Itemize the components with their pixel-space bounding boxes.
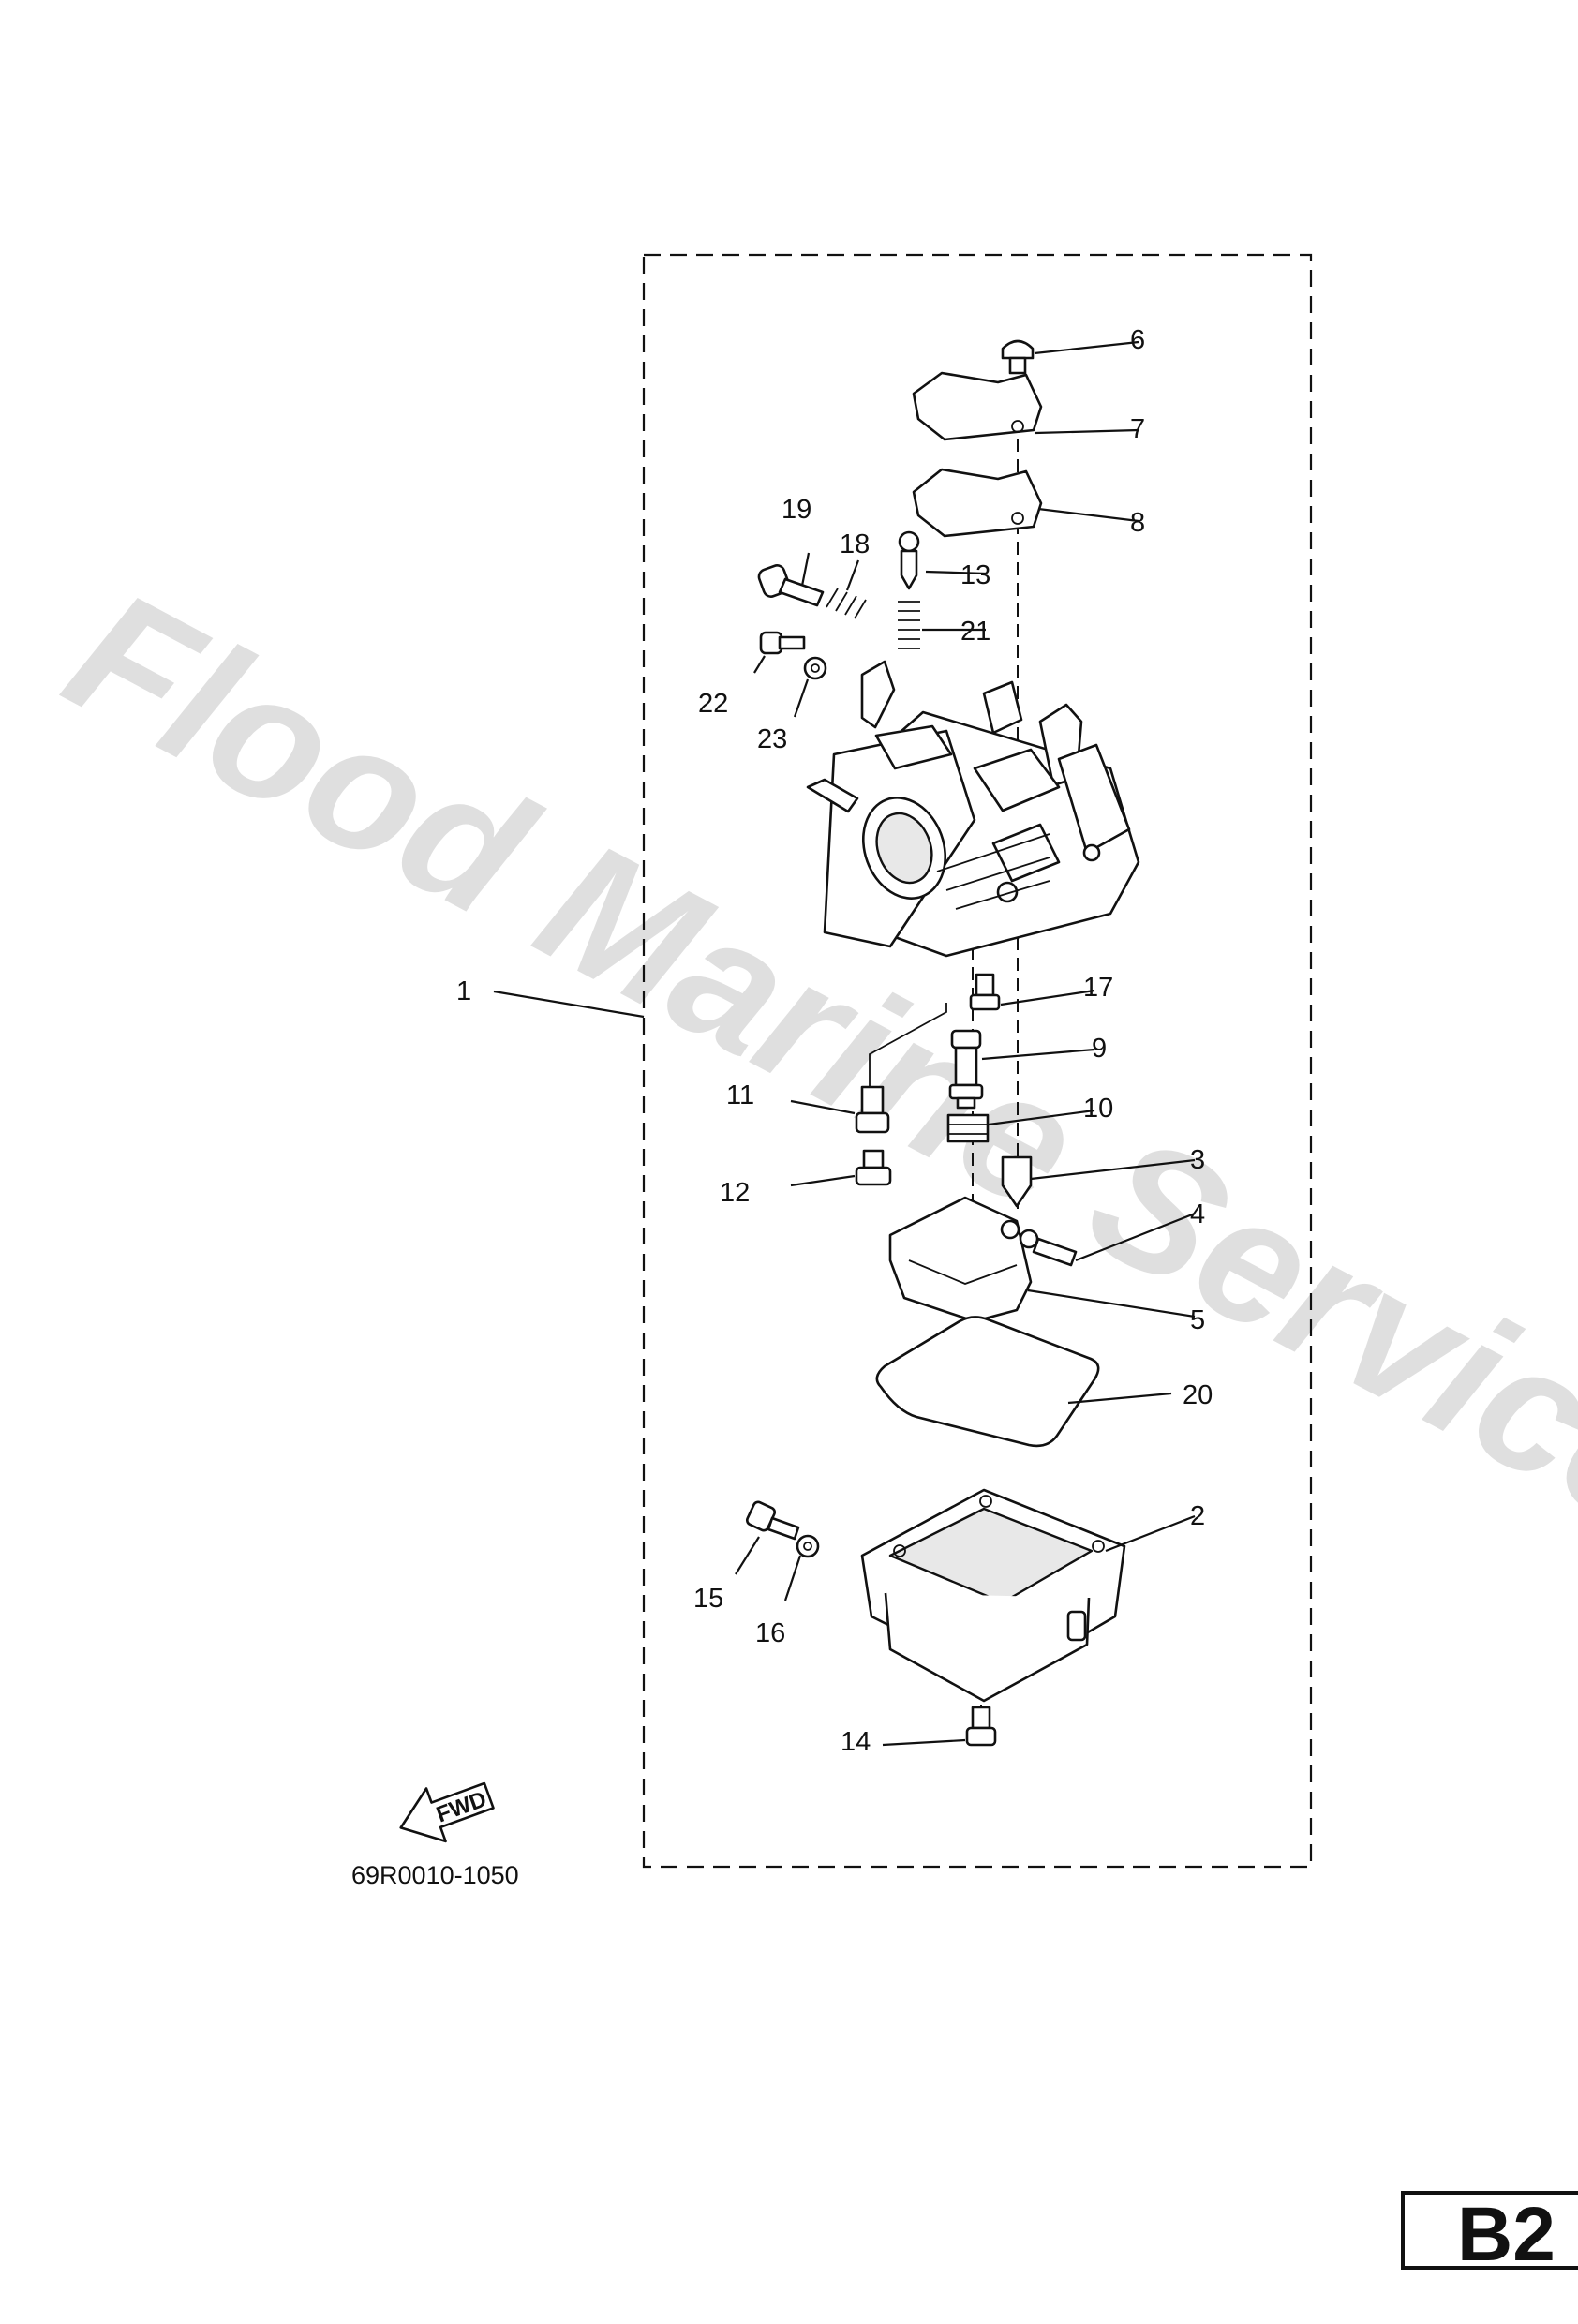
callout-10: 10 [1083, 1094, 1113, 1124]
page-tag: B2 [1457, 2192, 1556, 2277]
jet-11-axis [869, 1003, 947, 1087]
callout-1: 1 [456, 976, 471, 1006]
part-2-float-chamber [860, 1488, 1126, 1703]
callout-7: 7 [1130, 414, 1145, 444]
part-8-gasket [912, 468, 1043, 538]
callout-14: 14 [841, 1727, 871, 1757]
part-20-gasket [875, 1316, 1100, 1448]
part-12-plug [855, 1149, 892, 1186]
callout-labels: 6 7 8 19 18 13 21 22 23 1 17 9 10 11 12 … [456, 325, 1213, 1757]
watermark: Flood Marine Services [38, 552, 1578, 1615]
callout-3: 3 [1190, 1145, 1205, 1175]
part-17-jet [969, 973, 1001, 1011]
part-4-pin [1032, 1237, 1078, 1267]
callout-13: 13 [960, 560, 990, 590]
assembly-boundary [642, 253, 1313, 1869]
callout-4: 4 [1190, 1199, 1205, 1229]
callout-16: 16 [755, 1618, 785, 1648]
part-6-screw [1001, 339, 1035, 375]
callout-12: 12 [720, 1178, 750, 1208]
leader-lines [493, 340, 1196, 1747]
callout-6: 6 [1130, 325, 1145, 355]
callout-19: 19 [782, 495, 811, 525]
part-16-washer [796, 1534, 820, 1558]
part-21-spring [898, 601, 920, 649]
callout-11: 11 [726, 1080, 754, 1110]
part-9-nozzle [948, 1029, 984, 1110]
page-tag-box [1401, 2191, 1578, 2270]
part-7-cover [912, 371, 1043, 441]
part-3-needle-valve [1001, 1155, 1033, 1208]
callout-15: 15 [693, 1584, 723, 1614]
callout-23: 23 [757, 724, 787, 754]
part-1-carburetor-body [806, 660, 1140, 958]
part-11-jet [855, 1085, 890, 1134]
callout-2: 2 [1190, 1501, 1205, 1531]
part-18-spring [826, 588, 867, 619]
part-22-screw [759, 631, 806, 655]
fwd-arrow-icon: FWD [399, 1781, 495, 1843]
part-13-pilot-screw [898, 530, 920, 590]
callout-5: 5 [1190, 1305, 1205, 1335]
part-15-screw [745, 1500, 800, 1541]
callout-17: 17 [1083, 973, 1113, 1003]
callout-21: 21 [960, 617, 990, 647]
part-5-float [888, 1196, 1039, 1323]
callout-20: 20 [1183, 1380, 1213, 1410]
part-14-drain-screw [965, 1706, 997, 1747]
callout-18: 18 [840, 529, 870, 559]
callout-8: 8 [1130, 508, 1145, 538]
callout-22: 22 [698, 689, 728, 719]
part-19-screw [757, 564, 825, 607]
diagram-code: 69R0010-1050 [351, 1861, 519, 1889]
callout-9: 9 [1092, 1034, 1107, 1064]
part-10-jet [946, 1113, 990, 1143]
part-23-washer [803, 656, 827, 680]
